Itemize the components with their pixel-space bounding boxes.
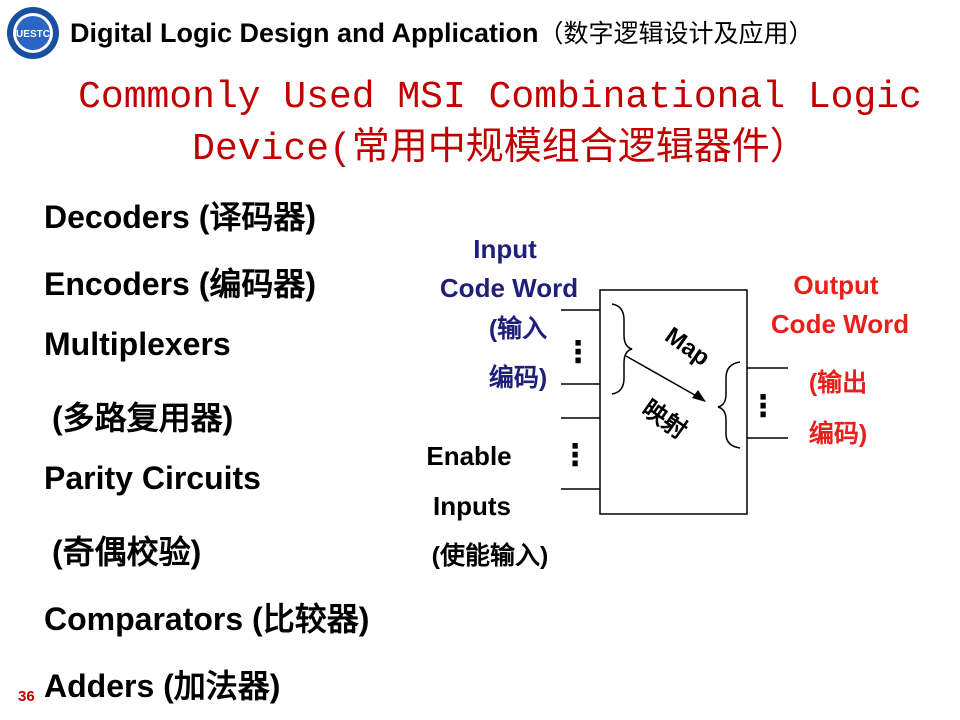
university-logo: UESTC	[6, 6, 60, 60]
output-label-line-2: Code Word	[771, 309, 909, 339]
list-item-multiplexers-cn: (多路复用器)	[52, 400, 234, 436]
output-ellipsis: ⋮	[748, 389, 778, 424]
map-arrow	[625, 355, 701, 399]
input-label-line-3: (输入	[489, 314, 547, 343]
enable-ellipsis: ⋮	[560, 438, 590, 473]
course-title-en: Digital Logic Design and Application	[70, 18, 539, 48]
input-label-line-2: Code Word	[440, 273, 578, 303]
output-label-line-1: Output	[793, 270, 879, 300]
enable-label-line-2: Inputs	[433, 491, 511, 521]
enable-label-line-1: Enable	[426, 441, 511, 471]
msi-block-diagram: ⋮ ⋮ ⋮ Map 映射 Input Code Word (输入 编码) Ena…	[426, 234, 909, 570]
list-item-parity-circuits-cn: (奇偶校验)	[52, 534, 202, 570]
svg-text:UESTC: UESTC	[16, 29, 50, 40]
input-ellipsis: ⋮	[563, 335, 593, 370]
list-item-parity-circuits: Parity Circuits	[44, 460, 261, 496]
input-label-line-4: 编码)	[489, 363, 547, 392]
input-brace	[611, 303, 633, 395]
page-number: 36	[18, 688, 35, 705]
course-title: Digital Logic Design and Application（数字逻…	[70, 14, 814, 50]
output-label-line-3: (输出	[809, 368, 867, 397]
output-brace	[717, 361, 741, 449]
list-item-encoders: Encoders (编码器)	[44, 266, 317, 302]
course-title-cn: （数字逻辑设计及应用）	[538, 19, 814, 48]
map-arrowhead	[692, 390, 706, 402]
list-item-decoders: Decoders (译码器)	[44, 199, 317, 235]
output-label-line-4: 编码)	[809, 419, 867, 448]
enable-label-line-3: (使能输入)	[432, 541, 549, 570]
list-item-adders: Adders (加法器)	[44, 668, 281, 704]
slide-title: Commonly Used MSI Combinational Logic De…	[60, 72, 940, 176]
slide-title-line-1: Commonly Used MSI Combinational Logic	[78, 76, 922, 119]
list-item-comparators: Comparators (比较器)	[44, 601, 370, 637]
list-item-multiplexers: Multiplexers	[44, 326, 231, 362]
slide-title-line-2: Device(常用中规模组合逻辑器件）	[192, 128, 808, 171]
input-label-line-1: Input	[473, 234, 537, 264]
